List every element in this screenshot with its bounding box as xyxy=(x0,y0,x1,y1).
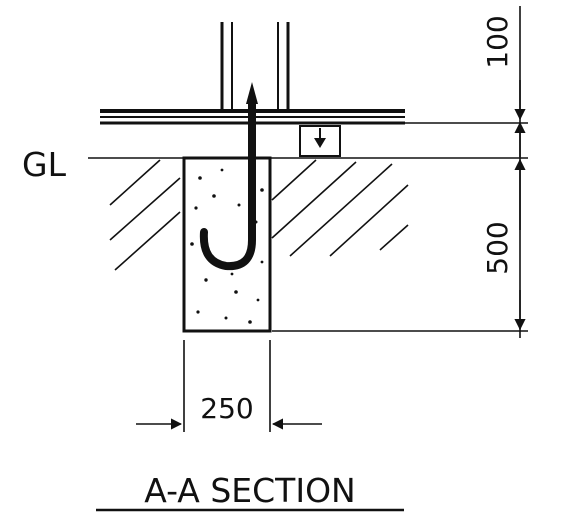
base-plate xyxy=(100,109,528,125)
leveling-block xyxy=(299,125,341,157)
dimension-depth-label: 500 xyxy=(481,221,514,274)
dimension-top-label: 100 xyxy=(481,15,514,68)
concrete-footing xyxy=(182,156,272,333)
post-uprights xyxy=(220,22,290,111)
dimension-width-label: 250 xyxy=(200,392,253,425)
ground-level-label: GL xyxy=(22,145,67,184)
width-dimension xyxy=(136,340,322,432)
soil-hatch-right xyxy=(271,159,409,257)
section-caption: A-A SECTION xyxy=(144,471,356,510)
anchor-bolt xyxy=(199,82,258,271)
vertical-dimension xyxy=(272,6,528,338)
soil-hatch-left xyxy=(109,159,181,271)
